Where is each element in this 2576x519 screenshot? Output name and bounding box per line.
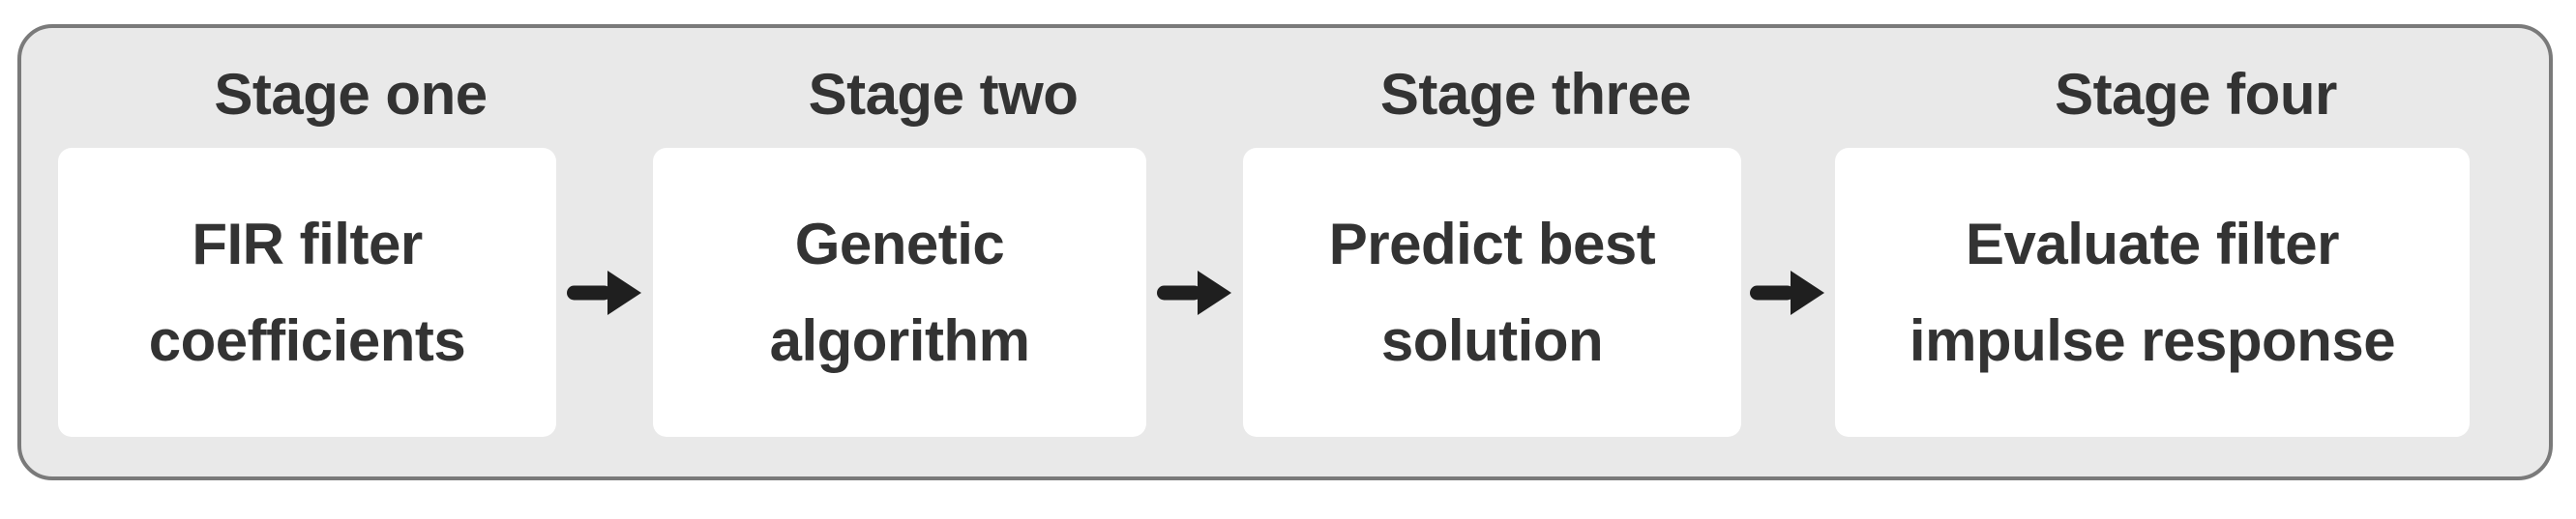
arrow-right-icon — [1157, 271, 1231, 315]
stage-one-title: Stage one — [214, 62, 488, 127]
stage-three-label: Predict best solution — [1328, 211, 1656, 373]
stage-four-node: Evaluate filter impulse response — [1835, 148, 2470, 437]
arrow-right-icon — [1750, 271, 1824, 315]
stage-four-label: Evaluate filter impulse response — [1909, 211, 2396, 373]
stage-three-node: Predict best solution — [1243, 148, 1741, 437]
stage-two-label: Genetic algorithm — [769, 211, 1030, 373]
arrow-right-icon — [567, 271, 641, 315]
stage-one-node: FIR filter coefficients — [58, 148, 556, 437]
stage-two-node: Genetic algorithm — [653, 148, 1146, 437]
stage-two-title: Stage two — [808, 62, 1079, 127]
stage-three-title: Stage three — [1379, 62, 1692, 127]
stage-four-title: Stage four — [2055, 62, 2337, 127]
pipeline-panel: Stage one Stage two Stage three Stage fo… — [17, 24, 2553, 480]
stage-one-label: FIR filter coefficients — [148, 211, 466, 373]
